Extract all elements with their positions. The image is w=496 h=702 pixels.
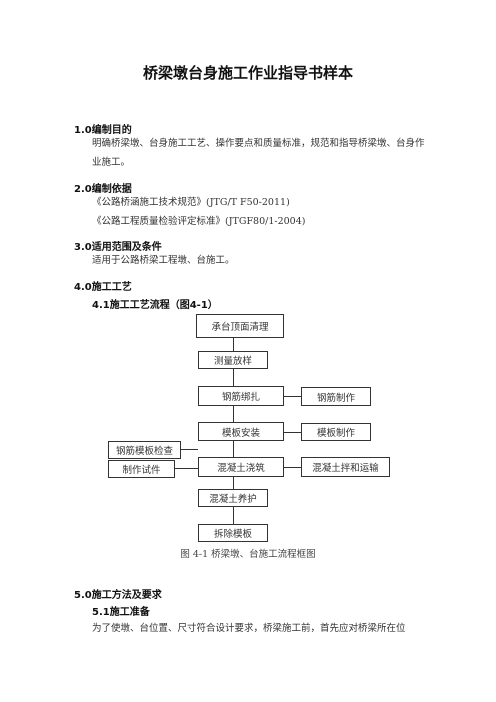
flow-step-3: 钢筋绑扎	[198, 386, 284, 406]
reference-2: 《公路工程质量检验评定标准》(JTGF80/1-2004)	[92, 216, 306, 227]
connector	[284, 432, 301, 433]
connector	[233, 406, 234, 422]
section-3-body: 适用于公路桥梁工程墩、台施工。	[92, 255, 235, 266]
flow-step-6: 混凝土养护	[198, 489, 268, 507]
connector	[233, 507, 234, 524]
section-5-1-heading: 5.1施工准备	[92, 607, 150, 618]
connector	[175, 468, 198, 469]
figure-caption: 图 4-1 桥梁墩、台施工流程框图	[180, 549, 316, 560]
section-4-heading: 4.0施工工艺	[74, 282, 132, 293]
flow-step-4: 模板安装	[198, 422, 284, 441]
flow-side-rebar-fabrication: 钢筋制作	[301, 387, 371, 406]
section-4-1-heading: 4.1施工工艺流程（图4-1）	[92, 300, 218, 311]
connector	[233, 477, 234, 489]
section-2-heading: 2.0编制依据	[74, 184, 132, 195]
section-5-heading: 5.0施工方法及要求	[74, 590, 162, 601]
connector	[284, 396, 301, 397]
flow-step-2: 测量放样	[198, 351, 268, 369]
connector	[284, 467, 301, 468]
flow-side-formwork-fabrication: 模板制作	[301, 423, 371, 441]
flow-step-7: 拆除模板	[198, 524, 268, 542]
flow-side-inspection: 钢筋模板检查	[108, 441, 181, 459]
flow-step-5: 混凝土浇筑	[198, 457, 284, 477]
connector	[233, 338, 234, 351]
flow-step-1: 承台顶面清理	[196, 314, 284, 338]
section-3-heading: 3.0适用范围及条件	[74, 242, 162, 253]
flow-side-concrete-mixing: 混凝土拌和运输	[301, 457, 390, 477]
page-title: 桥梁墩台身施工作业指导书样本	[142, 64, 353, 82]
section-1-heading: 1.0编制目的	[74, 125, 132, 136]
connector	[233, 441, 234, 457]
connector	[233, 369, 234, 386]
flow-side-test-specimen: 制作试件	[108, 460, 175, 478]
reference-1: 《公路桥涵施工技术规范》(JTG/T F50-2011)	[92, 197, 290, 208]
section-5-body: 为了使墩、台位置、尺寸符合设计要求，桥梁施工前，首先应对桥梁所在位	[92, 623, 406, 634]
section-1-body: 明确桥梁墩、台身施工工艺、操作要点和质量标准，规范和指导桥梁墩、台身作业施工。	[92, 138, 425, 168]
connector	[181, 449, 198, 450]
